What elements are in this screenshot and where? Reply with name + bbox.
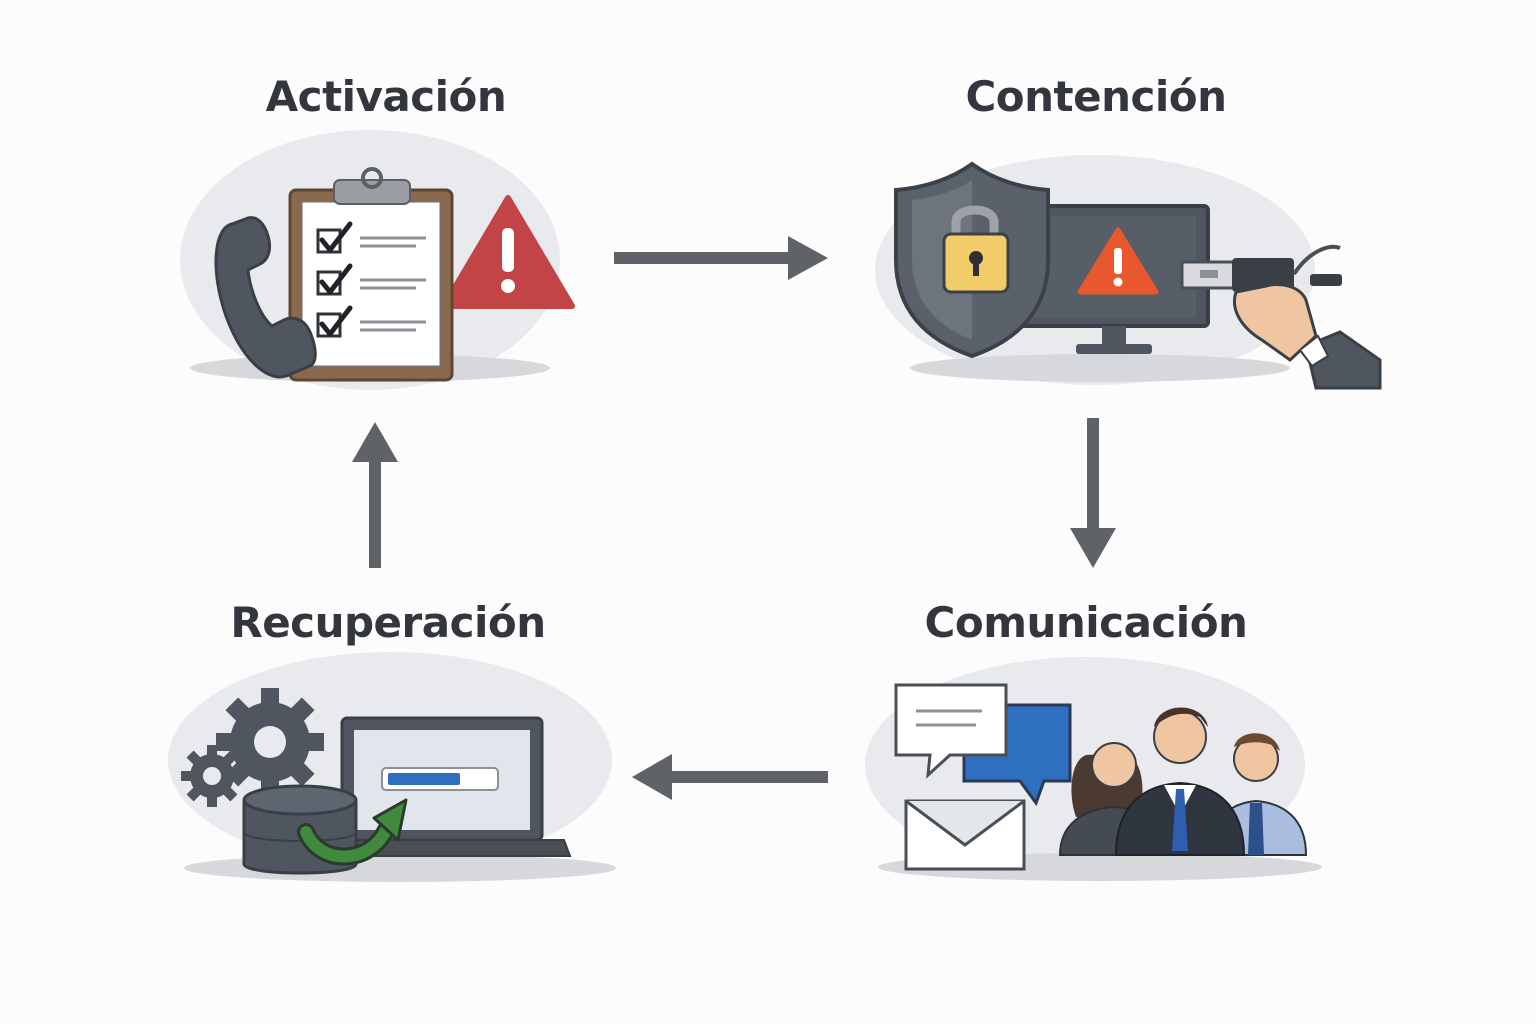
- padlock-icon: [942, 205, 1010, 294]
- chat-bubble-white-icon: [894, 683, 1008, 779]
- warning-icon: [441, 195, 575, 309]
- progress-bar: [381, 767, 499, 791]
- recovery-illustration: [168, 652, 616, 882]
- containment-illustration: [875, 155, 1382, 390]
- arrow-recovery-to-activation: [352, 422, 398, 568]
- activation-title: Activación: [265, 72, 507, 121]
- arrow-communication-to-recovery: [632, 754, 828, 800]
- warning-icon: [1077, 227, 1159, 295]
- containment-title: Contención: [965, 72, 1227, 121]
- activation-illustration: [180, 130, 575, 390]
- recovery-title: Recuperación: [230, 598, 546, 647]
- arrow-activation-to-containment: [614, 236, 828, 280]
- telephone-icon: [214, 216, 317, 379]
- envelope-icon: [904, 799, 1026, 871]
- gear-icon: [181, 745, 243, 807]
- communication-illustration: [865, 657, 1322, 881]
- communication-title: Comunicación: [924, 598, 1248, 647]
- restore-arrow-icon: [297, 798, 408, 866]
- clipboard-checklist-icon: [288, 167, 454, 382]
- team-people-icon: [1058, 707, 1308, 856]
- hand-icon: [1233, 283, 1382, 390]
- arrow-containment-to-communication: [1070, 418, 1116, 568]
